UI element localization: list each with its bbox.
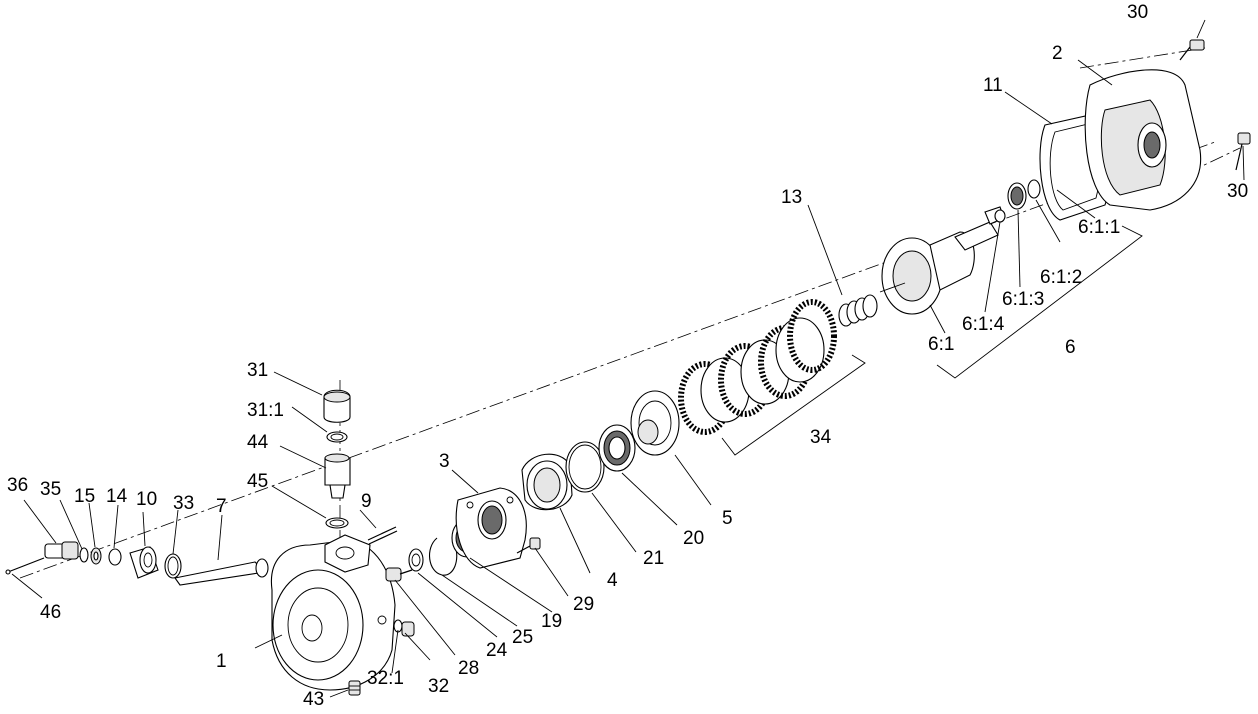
- part-shaft-7: [174, 558, 269, 586]
- callout-9: 9: [361, 491, 372, 512]
- callout-44: 44: [247, 432, 269, 453]
- callout-21: 21: [643, 548, 664, 569]
- callout-32: 32: [428, 676, 449, 697]
- part-pin-9: [367, 526, 398, 545]
- callout-30-top: 30: [1127, 2, 1148, 23]
- part-housing: [270, 534, 396, 691]
- callout-6-1-1: 6:1:1: [1078, 217, 1120, 238]
- part-bolt-30-top: [1179, 39, 1205, 61]
- callout-10: 10: [136, 489, 157, 510]
- leader-lines: [11, 19, 1245, 698]
- callout-32-1: 32:1: [367, 668, 404, 689]
- part-fitting-44: [324, 453, 351, 499]
- callout-46: 46: [40, 602, 61, 623]
- part-cap-31: [323, 389, 351, 423]
- part-6-1-3: [1007, 182, 1027, 210]
- callout-7: 7: [216, 496, 227, 517]
- callout-31-1: 31:1: [247, 400, 284, 421]
- part-clevis-36: [44, 541, 79, 560]
- part-6-1-4: [994, 209, 1006, 223]
- callout-6-1: 6:1: [928, 334, 954, 355]
- part-plug-32: [393, 619, 415, 637]
- callout-4: 4: [607, 570, 618, 591]
- callout-25: 25: [512, 627, 533, 648]
- callout-15: 15: [74, 486, 95, 507]
- callout-43: 43: [303, 689, 324, 710]
- part-plate-5: [630, 390, 680, 456]
- part-cover-2: [1084, 69, 1202, 211]
- callout-33: 33: [173, 493, 194, 514]
- part-oring-33: [164, 553, 182, 579]
- callout-19: 19: [541, 611, 562, 632]
- part-spring-13: [838, 294, 878, 327]
- part-bolt-30-right: [1235, 132, 1251, 171]
- part-clutch-pack-34: [678, 299, 837, 435]
- part-bolt-28: [385, 567, 413, 582]
- callout-3: 3: [439, 451, 450, 472]
- callout-13: 13: [781, 187, 802, 208]
- callout-30-right: 30: [1227, 181, 1248, 202]
- callout-35: 35: [40, 479, 61, 500]
- callout-5: 5: [722, 508, 733, 529]
- callout-2: 2: [1052, 43, 1063, 64]
- part-oring-45: [325, 517, 349, 529]
- callout-6-1-3: 6:1:3: [1002, 289, 1044, 310]
- part-plug-43: [348, 680, 361, 696]
- part-bearing-20: [598, 424, 636, 472]
- callout-6: 6: [1065, 337, 1076, 358]
- part-carrier-3: [455, 487, 527, 569]
- callout-20: 20: [683, 528, 704, 549]
- part-6-1-2: [1027, 179, 1041, 199]
- callout-14: 14: [106, 486, 128, 507]
- callout-28: 28: [458, 658, 479, 679]
- callout-45: 45: [247, 471, 268, 492]
- callout-24: 24: [486, 640, 508, 661]
- callout-1: 1: [216, 651, 227, 672]
- part-fitting-10: [129, 546, 159, 579]
- callout-36: 36: [7, 475, 28, 496]
- part-screw-29: [516, 537, 541, 554]
- part-oring-31-1: [326, 431, 348, 443]
- part-pin-46: [5, 557, 45, 575]
- part-collar-4: [521, 453, 573, 511]
- callout-31: 31: [247, 360, 268, 381]
- part-bushing-14: [108, 548, 122, 566]
- part-washer-35: [79, 547, 89, 563]
- part-washer-24: [408, 548, 424, 572]
- callout-11: 11: [983, 75, 1003, 96]
- callout-labels: 1 2 3 4 5 6 6:1 6:1:1 6:1:2 6:1:3 6:1:4 …: [7, 2, 1248, 710]
- callout-29: 29: [573, 594, 594, 615]
- callout-34: 34: [810, 427, 832, 448]
- part-oring-21: [565, 441, 605, 493]
- callout-6-1-4: 6:1:4: [962, 314, 1005, 335]
- callout-6-1-2: 6:1:2: [1040, 267, 1082, 288]
- part-hub-6-1: [879, 206, 1005, 315]
